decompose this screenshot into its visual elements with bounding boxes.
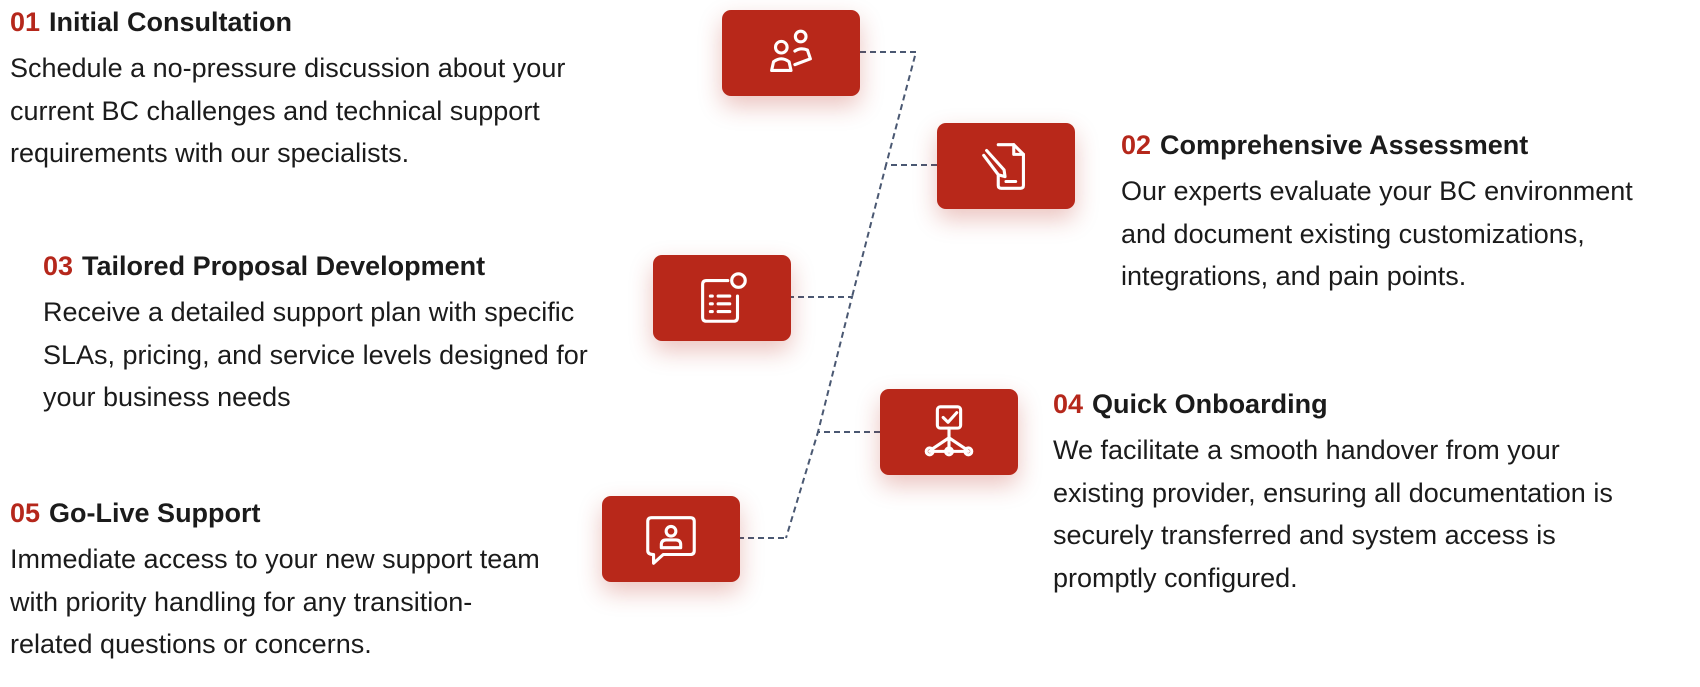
step-number: 05 <box>10 498 41 528</box>
contact-support-icon <box>646 516 696 565</box>
description-line: related questions or concerns. <box>10 629 372 659</box>
description-line: We facilitate a smooth handover from you… <box>1053 435 1560 465</box>
step-05: 05 Go-Live Support Immediate access to yo… <box>10 497 540 666</box>
step-02-icon-tile <box>937 123 1075 209</box>
description-line: promptly configured. <box>1053 562 1298 593</box>
step-01: 01 Initial Consultation Schedule a no-pre… <box>10 6 565 175</box>
step-number: 02 <box>1121 130 1152 160</box>
step-number: 01 <box>10 7 41 37</box>
description-line: Immediate access to your new support tea… <box>10 544 540 574</box>
description-line: Our experts evaluate your BC environment <box>1121 176 1633 206</box>
step-title: 02 Comprehensive Assessment <box>1121 129 1633 161</box>
step-title-text: Comprehensive Assessment <box>1160 130 1529 160</box>
step-02: 02 Comprehensive Assessment Our experts e… <box>1121 129 1633 298</box>
step-title-text: Tailored Proposal Development <box>82 251 486 281</box>
step-01-icon-tile <box>722 10 860 96</box>
step-03: 03 Tailored Proposal Development Receive … <box>43 250 588 419</box>
step-title-text: Go-Live Support <box>49 498 261 528</box>
step-title: 05 Go-Live Support <box>10 497 540 529</box>
checklist-notification-icon <box>701 272 747 323</box>
description-line: requirements with our specialists. <box>10 138 410 168</box>
description-line: SLAs, pricing, and service levels design… <box>43 339 588 370</box>
connector-step-03 <box>788 296 854 433</box>
step-description: Receive a detailed support plan with spe… <box>43 291 588 419</box>
step-title-text: Initial Consultation <box>49 7 293 37</box>
step-description: Our experts evaluate your BC environment… <box>1121 170 1633 298</box>
step-04-icon-tile <box>880 389 1018 475</box>
step-description: We facilitate a smooth handover from you… <box>1053 429 1613 599</box>
description-line: your business needs <box>43 382 291 412</box>
description-line: existing provider, ensuring all document… <box>1053 477 1613 508</box>
connector-step-02 <box>851 164 937 298</box>
description-line: and document existing customizations, <box>1121 218 1585 249</box>
step-03-icon-tile <box>653 255 791 341</box>
step-title: 03 Tailored Proposal Development <box>43 250 588 282</box>
description-line: Schedule a no-pressure discussion about … <box>10 53 566 83</box>
connector-step-04 <box>785 431 880 539</box>
step-04: 04 Quick Onboarding We facilitate a smoot… <box>1053 388 1613 599</box>
connector-step-01 <box>860 51 918 166</box>
step-description: Schedule a no-pressure discussion about … <box>10 47 565 175</box>
task-network-icon <box>924 405 974 457</box>
step-number: 03 <box>43 251 74 281</box>
people-icon <box>770 29 812 72</box>
step-title: 01 Initial Consultation <box>10 6 565 38</box>
step-title-text: Quick Onboarding <box>1092 389 1328 419</box>
description-line: integrations, and pain points. <box>1121 261 1467 291</box>
description-line: Receive a detailed support plan with spe… <box>43 297 575 327</box>
step-number: 04 <box>1053 389 1084 419</box>
description-line: with priority handling for any transitio… <box>10 586 473 617</box>
step-title: 04 Quick Onboarding <box>1053 388 1613 420</box>
document-edit-icon <box>982 143 1025 190</box>
step-05-icon-tile <box>602 496 740 582</box>
description-line: securely transferred and system access i… <box>1053 520 1556 550</box>
description-line: current BC challenges and technical supp… <box>10 95 540 126</box>
step-description: Immediate access to your new support tea… <box>10 538 540 666</box>
